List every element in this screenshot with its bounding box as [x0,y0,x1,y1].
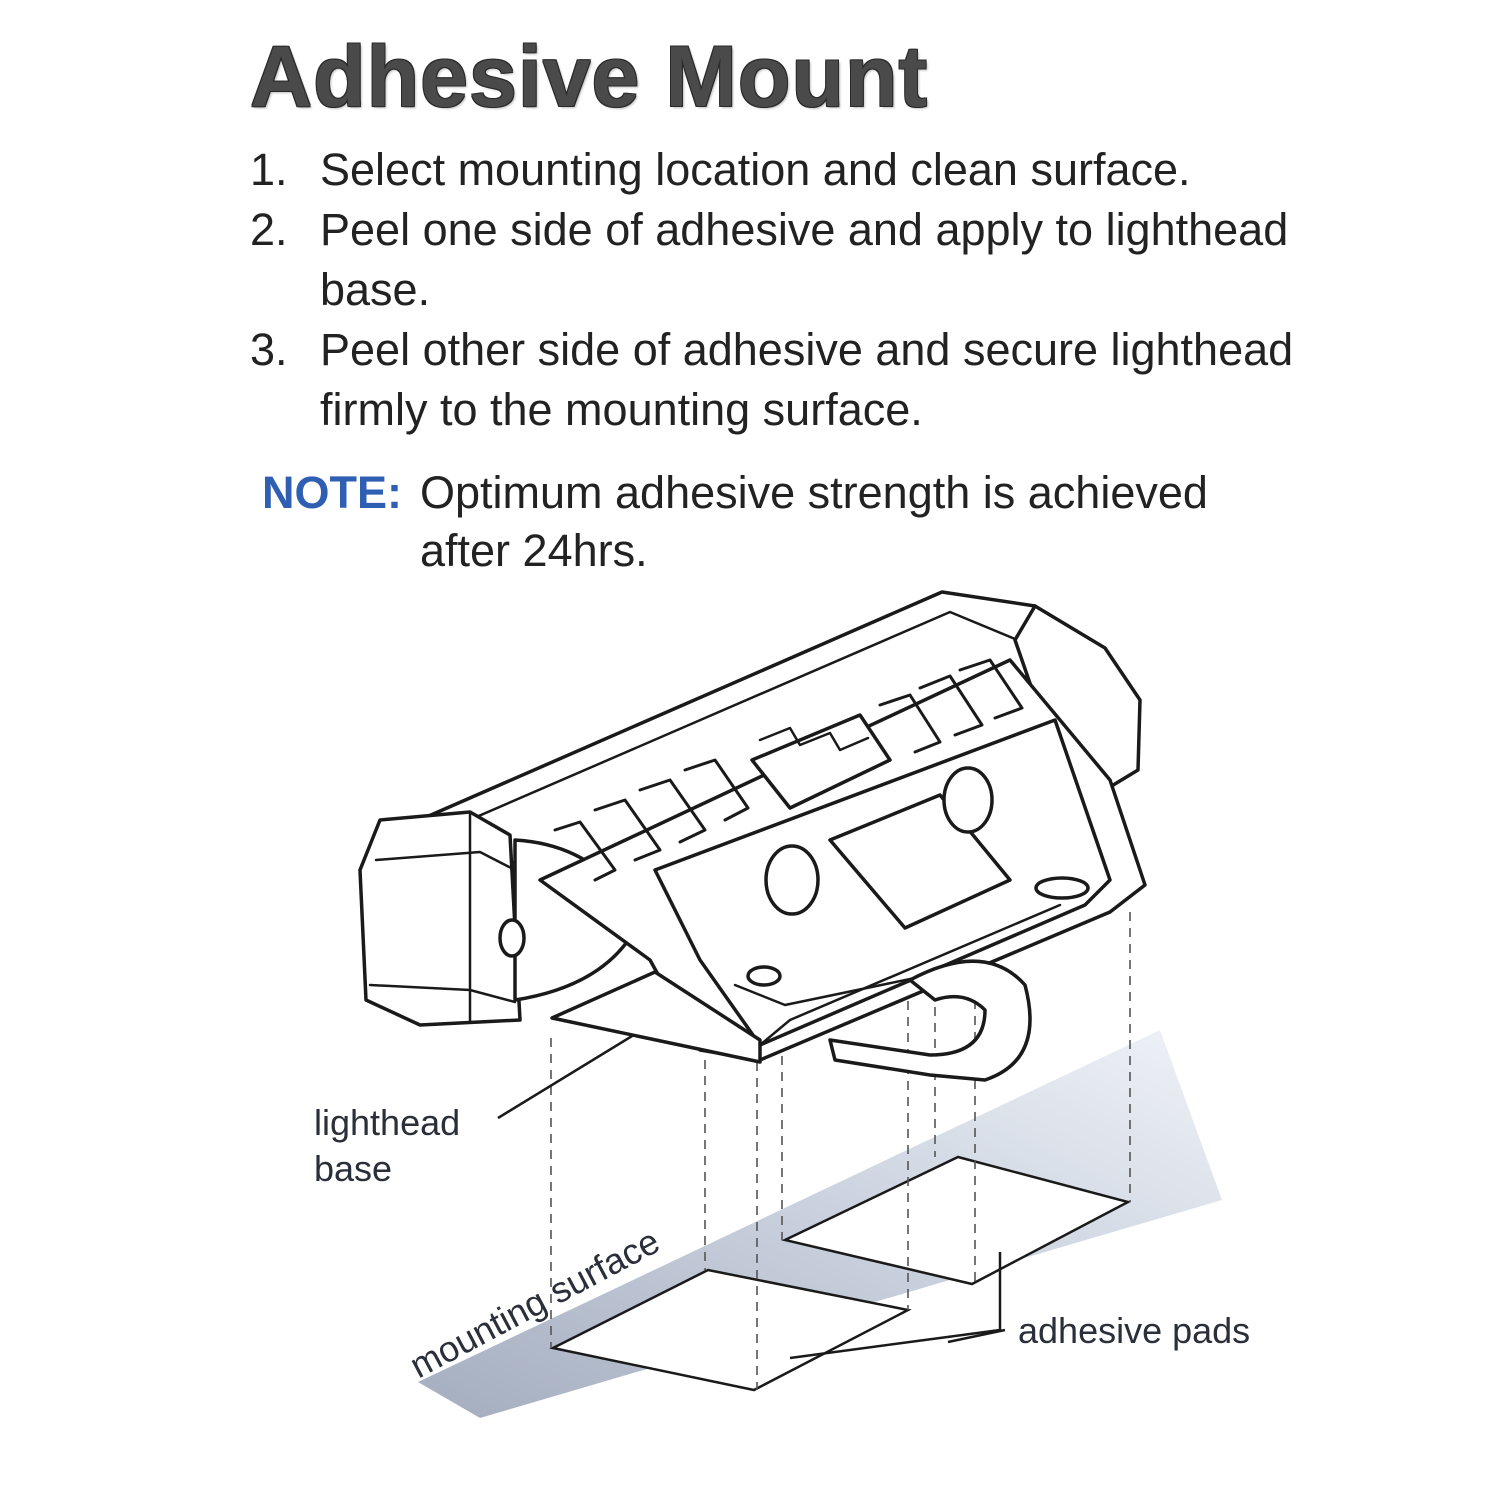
page-title: Adhesive Mount [250,29,929,125]
adhesive-pad [781,1155,1132,1286]
step-text: Select mounting location and clean surfa… [320,144,1191,195]
note-text: Optimum adhesive strength is achieved af… [420,467,1208,576]
step-2: 2. Peel one side of adhesive and apply t… [250,200,1400,320]
leader-lines [497,1020,1006,1360]
lighthead-illustration [358,590,1147,1082]
step-number: 1. [250,144,288,195]
step-number: 2. [250,204,288,255]
step-text: Peel other side of adhesive and secure l… [320,324,1294,435]
step-1: 1. Select mounting location and clean su… [250,140,1400,200]
projection-lines [550,912,1131,1390]
step-3: 3. Peel other side of adhesive and secur… [250,320,1400,440]
note: NOTE: Optimum adhesive strength is achie… [262,464,1362,580]
adhesive-pads [549,1155,1132,1392]
lighthead-base-label: lighthead base [314,1102,461,1189]
step-text: Peel one side of adhesive and apply to l… [320,204,1289,315]
note-label: NOTE: [262,467,402,518]
step-number: 3. [250,324,288,375]
instruction-steps: 1. Select mounting location and clean su… [250,140,1400,440]
adhesive-pads-label: adhesive pads [1018,1310,1251,1351]
